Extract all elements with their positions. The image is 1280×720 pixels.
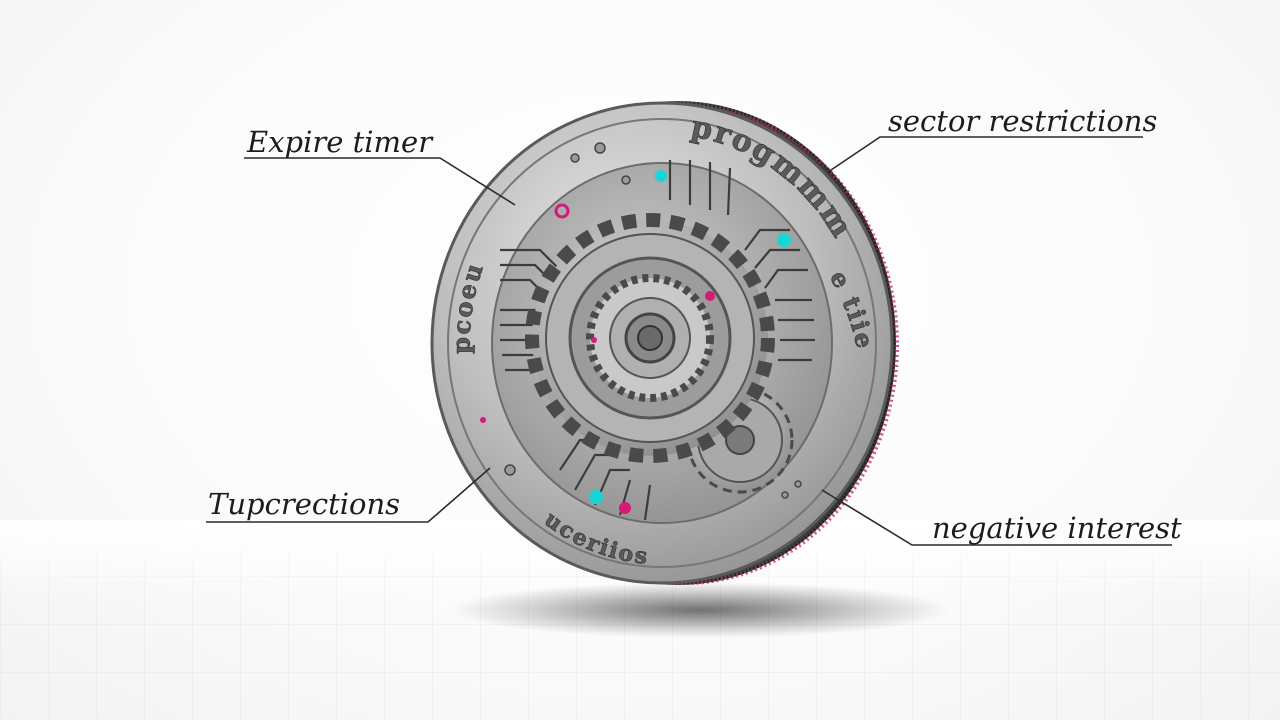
- callout-sector-restrictions: sector restrictions: [827, 104, 1157, 173]
- callout-label: sector restrictions: [888, 104, 1157, 138]
- accent-dots: [480, 170, 791, 514]
- callout-label: Expire timer: [246, 125, 434, 159]
- leader-line: [244, 157, 516, 206]
- leader-line: [821, 489, 1172, 546]
- callout-negative-interest: negative interest: [821, 489, 1182, 546]
- leader-line: [206, 467, 491, 523]
- callout-label: Tupcrections: [208, 487, 400, 521]
- coin-shadow: [450, 582, 950, 638]
- rivets: [504, 142, 802, 499]
- leader-line: [827, 136, 1143, 173]
- callout-expire-timer: Expire timer: [244, 125, 516, 206]
- main-gear: [525, 213, 775, 463]
- callout-label: negative interest: [932, 511, 1182, 545]
- callout-tupcrections: Tupcrections: [206, 467, 491, 523]
